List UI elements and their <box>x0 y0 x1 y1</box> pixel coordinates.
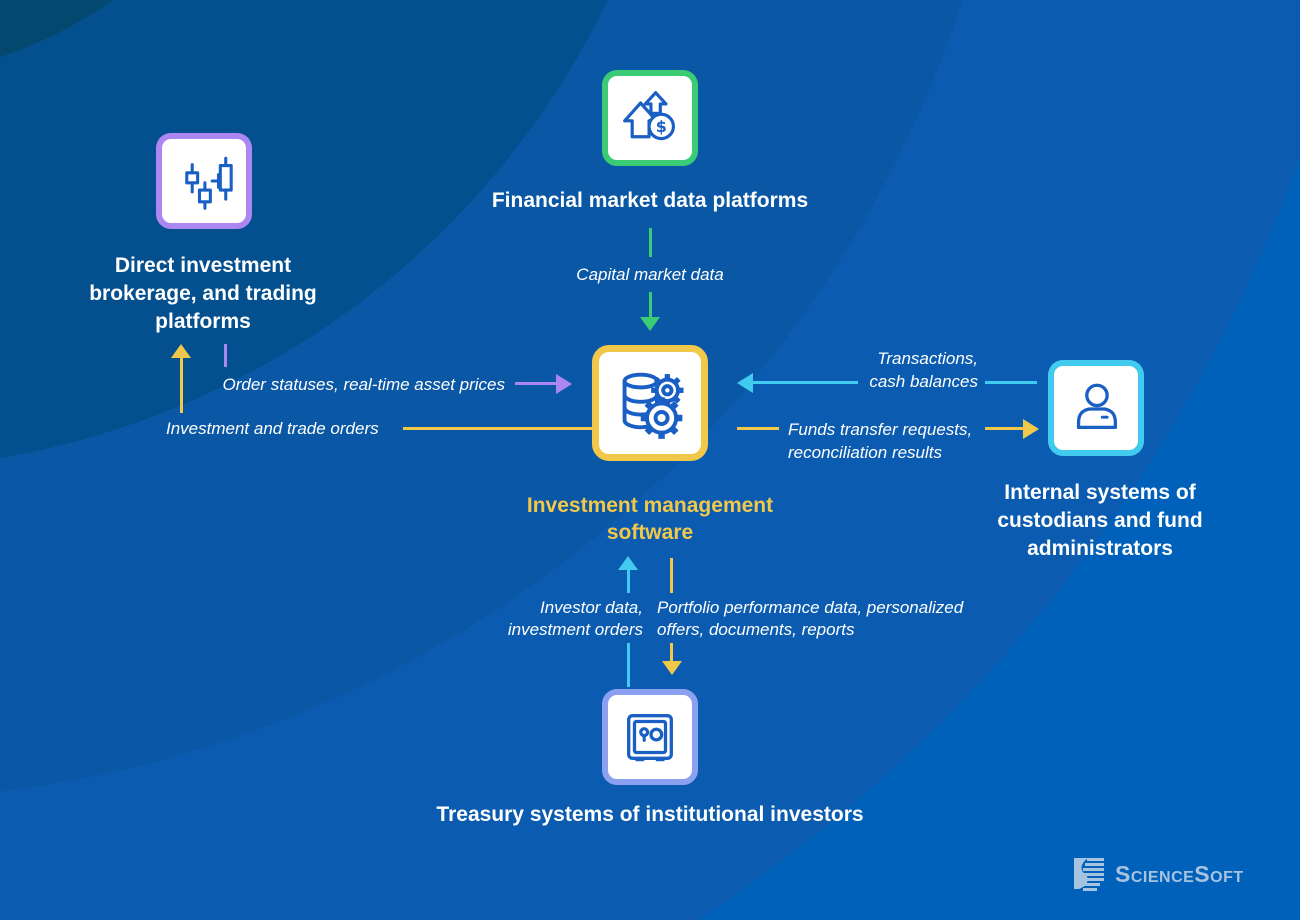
transactions-arrowhead <box>737 372 753 393</box>
trade-orders-line <box>403 426 592 430</box>
investor-data-line <box>626 570 630 593</box>
label-line: platforms <box>155 310 251 333</box>
portfolio-data-line <box>670 643 673 662</box>
label-line: Transactions, <box>877 349 978 368</box>
node-custodian-systems <box>1048 360 1144 456</box>
capital-market-data-line <box>648 292 652 318</box>
order-statuses-line <box>223 344 227 367</box>
order-statuses-line <box>515 382 556 385</box>
sciencesoft-logo: ScienceSoft <box>1071 856 1244 892</box>
safe-vault-icon <box>627 714 673 762</box>
node-label-treasury-systems: Treasury systems of institutional invest… <box>436 803 864 826</box>
transactions-line <box>985 381 1037 384</box>
database-gears-icon <box>622 372 684 439</box>
node-label-investment-management-software: Investment management software <box>450 492 850 546</box>
funds-transfer-label: Funds transfer requests, reconciliation … <box>788 418 1018 464</box>
funds-transfer-line <box>985 427 1023 430</box>
label-line: cash balances <box>869 372 978 391</box>
investor-data-label: Investor data, investment orders <box>433 597 643 641</box>
large-gear <box>640 397 683 439</box>
trade-orders-arrowhead <box>171 344 191 358</box>
label-line: Portfolio performance data, personalized <box>657 598 964 617</box>
label-line: Funds transfer requests, <box>788 420 973 439</box>
label-line: administrators <box>1027 537 1173 560</box>
portfolio-data-label: Portfolio performance data, personalized… <box>657 597 997 641</box>
funds-transfer-arrowhead <box>1023 418 1039 439</box>
node-investment-management-software <box>592 345 708 461</box>
label-line: Investment management <box>526 494 774 517</box>
investor-data-line <box>626 643 630 687</box>
sciencesoft-logo-text: ScienceSoft <box>1115 860 1244 887</box>
transactions-label: Transactions, cash balances <box>768 347 978 393</box>
sciencesoft-logo-icon <box>1074 858 1104 891</box>
label-line: software <box>606 521 694 544</box>
funds-transfer-line <box>737 427 779 430</box>
trade-orders-label: Investment and trade orders <box>166 419 379 438</box>
person-icon <box>1076 383 1118 430</box>
label-line: Internal systems of <box>1004 481 1196 504</box>
node-financial-market-data: $ <box>602 70 698 166</box>
order-statuses-arrowhead <box>556 373 572 394</box>
label-line: custodians and fund <box>997 509 1203 532</box>
trade-orders-line <box>179 358 183 413</box>
capital-market-data-arrowhead <box>640 317 660 331</box>
label-line: investment orders <box>507 620 643 639</box>
label-line: Investor data, <box>539 598 643 617</box>
small-gear <box>651 374 684 407</box>
market-growth-dollar-icon: $ <box>623 91 676 141</box>
node-label-custodian-systems: Internal systems of custodians and fund … <box>950 479 1250 563</box>
label-line: offers, documents, reports <box>657 620 855 639</box>
node-label-brokerage-platforms: Direct investment brokerage, and trading… <box>53 252 353 336</box>
capital-market-data-line <box>648 228 652 257</box>
node-brokerage-platforms <box>156 133 252 229</box>
portfolio-data-arrowhead <box>661 661 682 675</box>
capital-market-data-label: Capital market data <box>576 265 724 284</box>
svg-text:$: $ <box>656 117 667 136</box>
portfolio-data-line <box>670 558 673 593</box>
transactions-line <box>753 381 858 384</box>
label-line: Direct investment <box>114 254 292 277</box>
order-statuses-label: Order statuses, real-time asset prices <box>222 375 505 394</box>
label-line: brokerage, and trading <box>89 282 317 305</box>
candlestick-chart-icon <box>185 156 233 210</box>
node-treasury-systems <box>602 689 698 785</box>
investor-data-arrowhead <box>618 556 638 570</box>
label-line: reconciliation results <box>788 443 943 462</box>
node-label-financial-market-data: Financial market data platforms <box>491 189 809 212</box>
